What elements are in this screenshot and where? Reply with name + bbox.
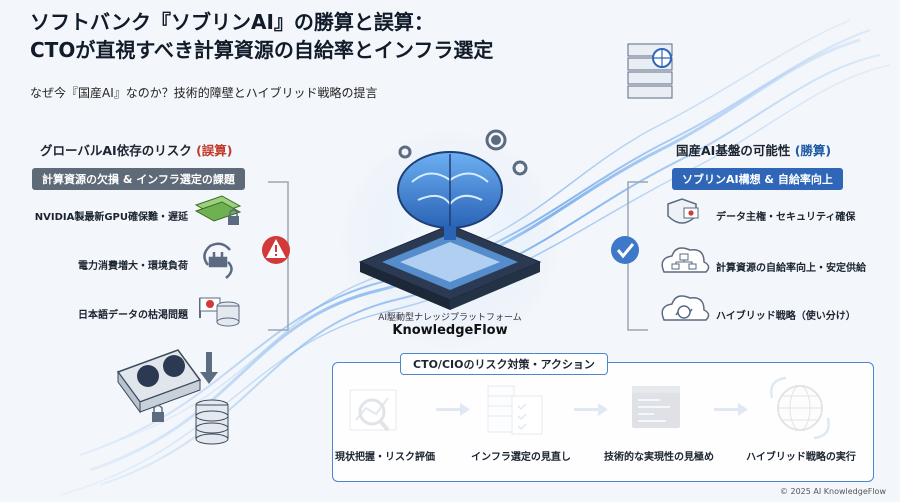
right-heading: 国産AI基盤の可能性 (勝算)	[676, 140, 831, 159]
hybrid-cloud-icon	[661, 295, 710, 321]
cloud-network-icon	[661, 247, 710, 273]
right-heading-text: 国産AI基盤の可能性	[676, 143, 791, 158]
database-icon	[195, 399, 229, 445]
right-item-2: 計算資源の自給率向上・安定供給	[716, 263, 866, 274]
left-item-1: NVIDIA製最新GPU確保難・遅延	[34, 212, 188, 223]
action-step-3: 技術的な実現性の見極め	[604, 452, 714, 463]
action-step-2: インフラ選定の見直し	[471, 452, 571, 463]
title-line-1: ソフトバンク『ソブリンAI』の勝算と誤算：	[30, 10, 434, 34]
left-heading-accent: (誤算)	[196, 143, 233, 158]
warning-icon	[262, 236, 290, 264]
shield-japan-icon	[667, 198, 699, 224]
left-sub-pill: 計算資源の欠損 & インフラ選定の課題	[32, 168, 245, 190]
chip-platform	[358, 224, 542, 310]
actions-title: CTO/CIOのリスク対策・アクション	[400, 353, 608, 375]
power-plug-icon	[203, 242, 233, 279]
brain-icon	[397, 151, 503, 240]
action-step-4: ハイブリッド戦略の実行	[746, 452, 856, 463]
action-step-1: 現状把握・リスク評価	[335, 452, 435, 463]
left-heading-text: グローバルAI依存のリスク	[40, 143, 192, 158]
gpu-card-icon	[116, 349, 202, 422]
left-heading: グローバルAI依存のリスク (誤算)	[40, 140, 233, 159]
gear-icon	[398, 129, 528, 176]
server-rack-icon	[627, 43, 673, 99]
page-subtitle: なぜ今『国産AI』なのか？技術的障壁とハイブリッド戦略の提言	[30, 86, 378, 100]
page-title: ソフトバンク『ソブリンAI』の勝算と誤算： CTOが直視すべき計算資源の自給率と…	[30, 8, 493, 64]
footer-copyright: © 2025 AI KnowledgeFlow	[779, 487, 886, 496]
right-sub-pill: ソブリンAI構想 & 自給率向上	[672, 168, 843, 190]
title-line-2: CTOが直視すべき計算資源の自給率とインフラ選定	[30, 38, 494, 62]
right-item-1: データ主権・セキュリティ確保	[716, 212, 856, 223]
right-item-3: ハイブリッド戦略（使い分け）	[716, 311, 856, 322]
right-heading-accent: (勝算)	[794, 143, 832, 158]
down-arrow-icon	[200, 352, 218, 384]
gpu-lock-icon	[194, 195, 242, 225]
japan-flag-database-icon	[199, 297, 240, 327]
left-item-3: 日本語データの枯渇問題	[78, 310, 188, 321]
center-caption: AI駆動型ナレッジプラットフォーム	[378, 313, 522, 323]
left-item-2: 電力消費増大・環境負荷	[78, 261, 188, 272]
check-icon	[611, 236, 639, 264]
actions-box	[332, 362, 874, 482]
center-name: KnowledgeFlow	[392, 323, 508, 338]
